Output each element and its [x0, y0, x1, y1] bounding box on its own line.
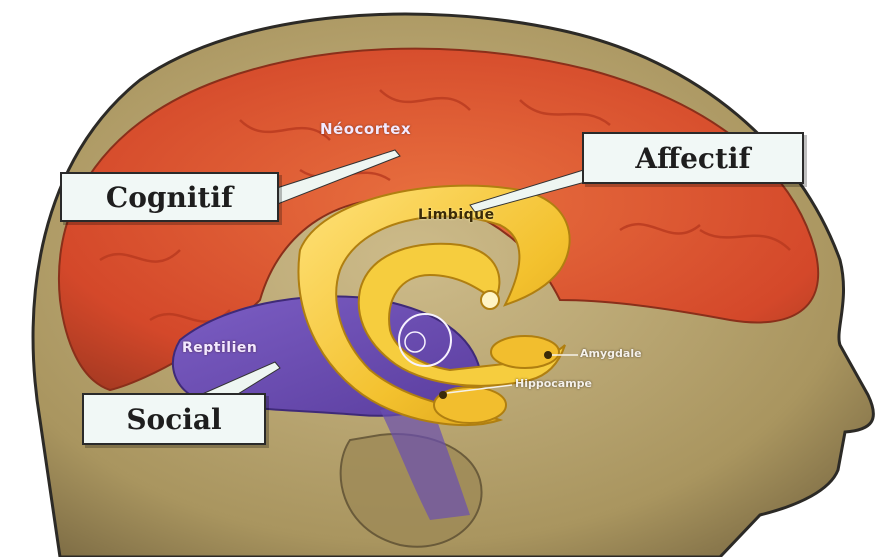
- hippocampus-point: [439, 391, 447, 399]
- social-text: Social: [126, 403, 221, 436]
- hippocampus-label: Hippocampe: [515, 377, 592, 390]
- affectif-callout: Affectif: [582, 132, 804, 184]
- neocortex-label: Néocortex: [320, 120, 411, 138]
- affectif-text: Affectif: [635, 142, 750, 175]
- social-callout: Social: [82, 393, 266, 445]
- amygdala-label: Amygdale: [580, 347, 642, 360]
- amygdala-point: [544, 351, 552, 359]
- reptilian-label: Reptilien: [182, 340, 257, 356]
- limbic-label: Limbique: [418, 207, 495, 223]
- cognitif-callout: Cognitif: [60, 172, 279, 222]
- cognitif-text: Cognitif: [106, 181, 233, 214]
- fornix-knob: [481, 291, 499, 309]
